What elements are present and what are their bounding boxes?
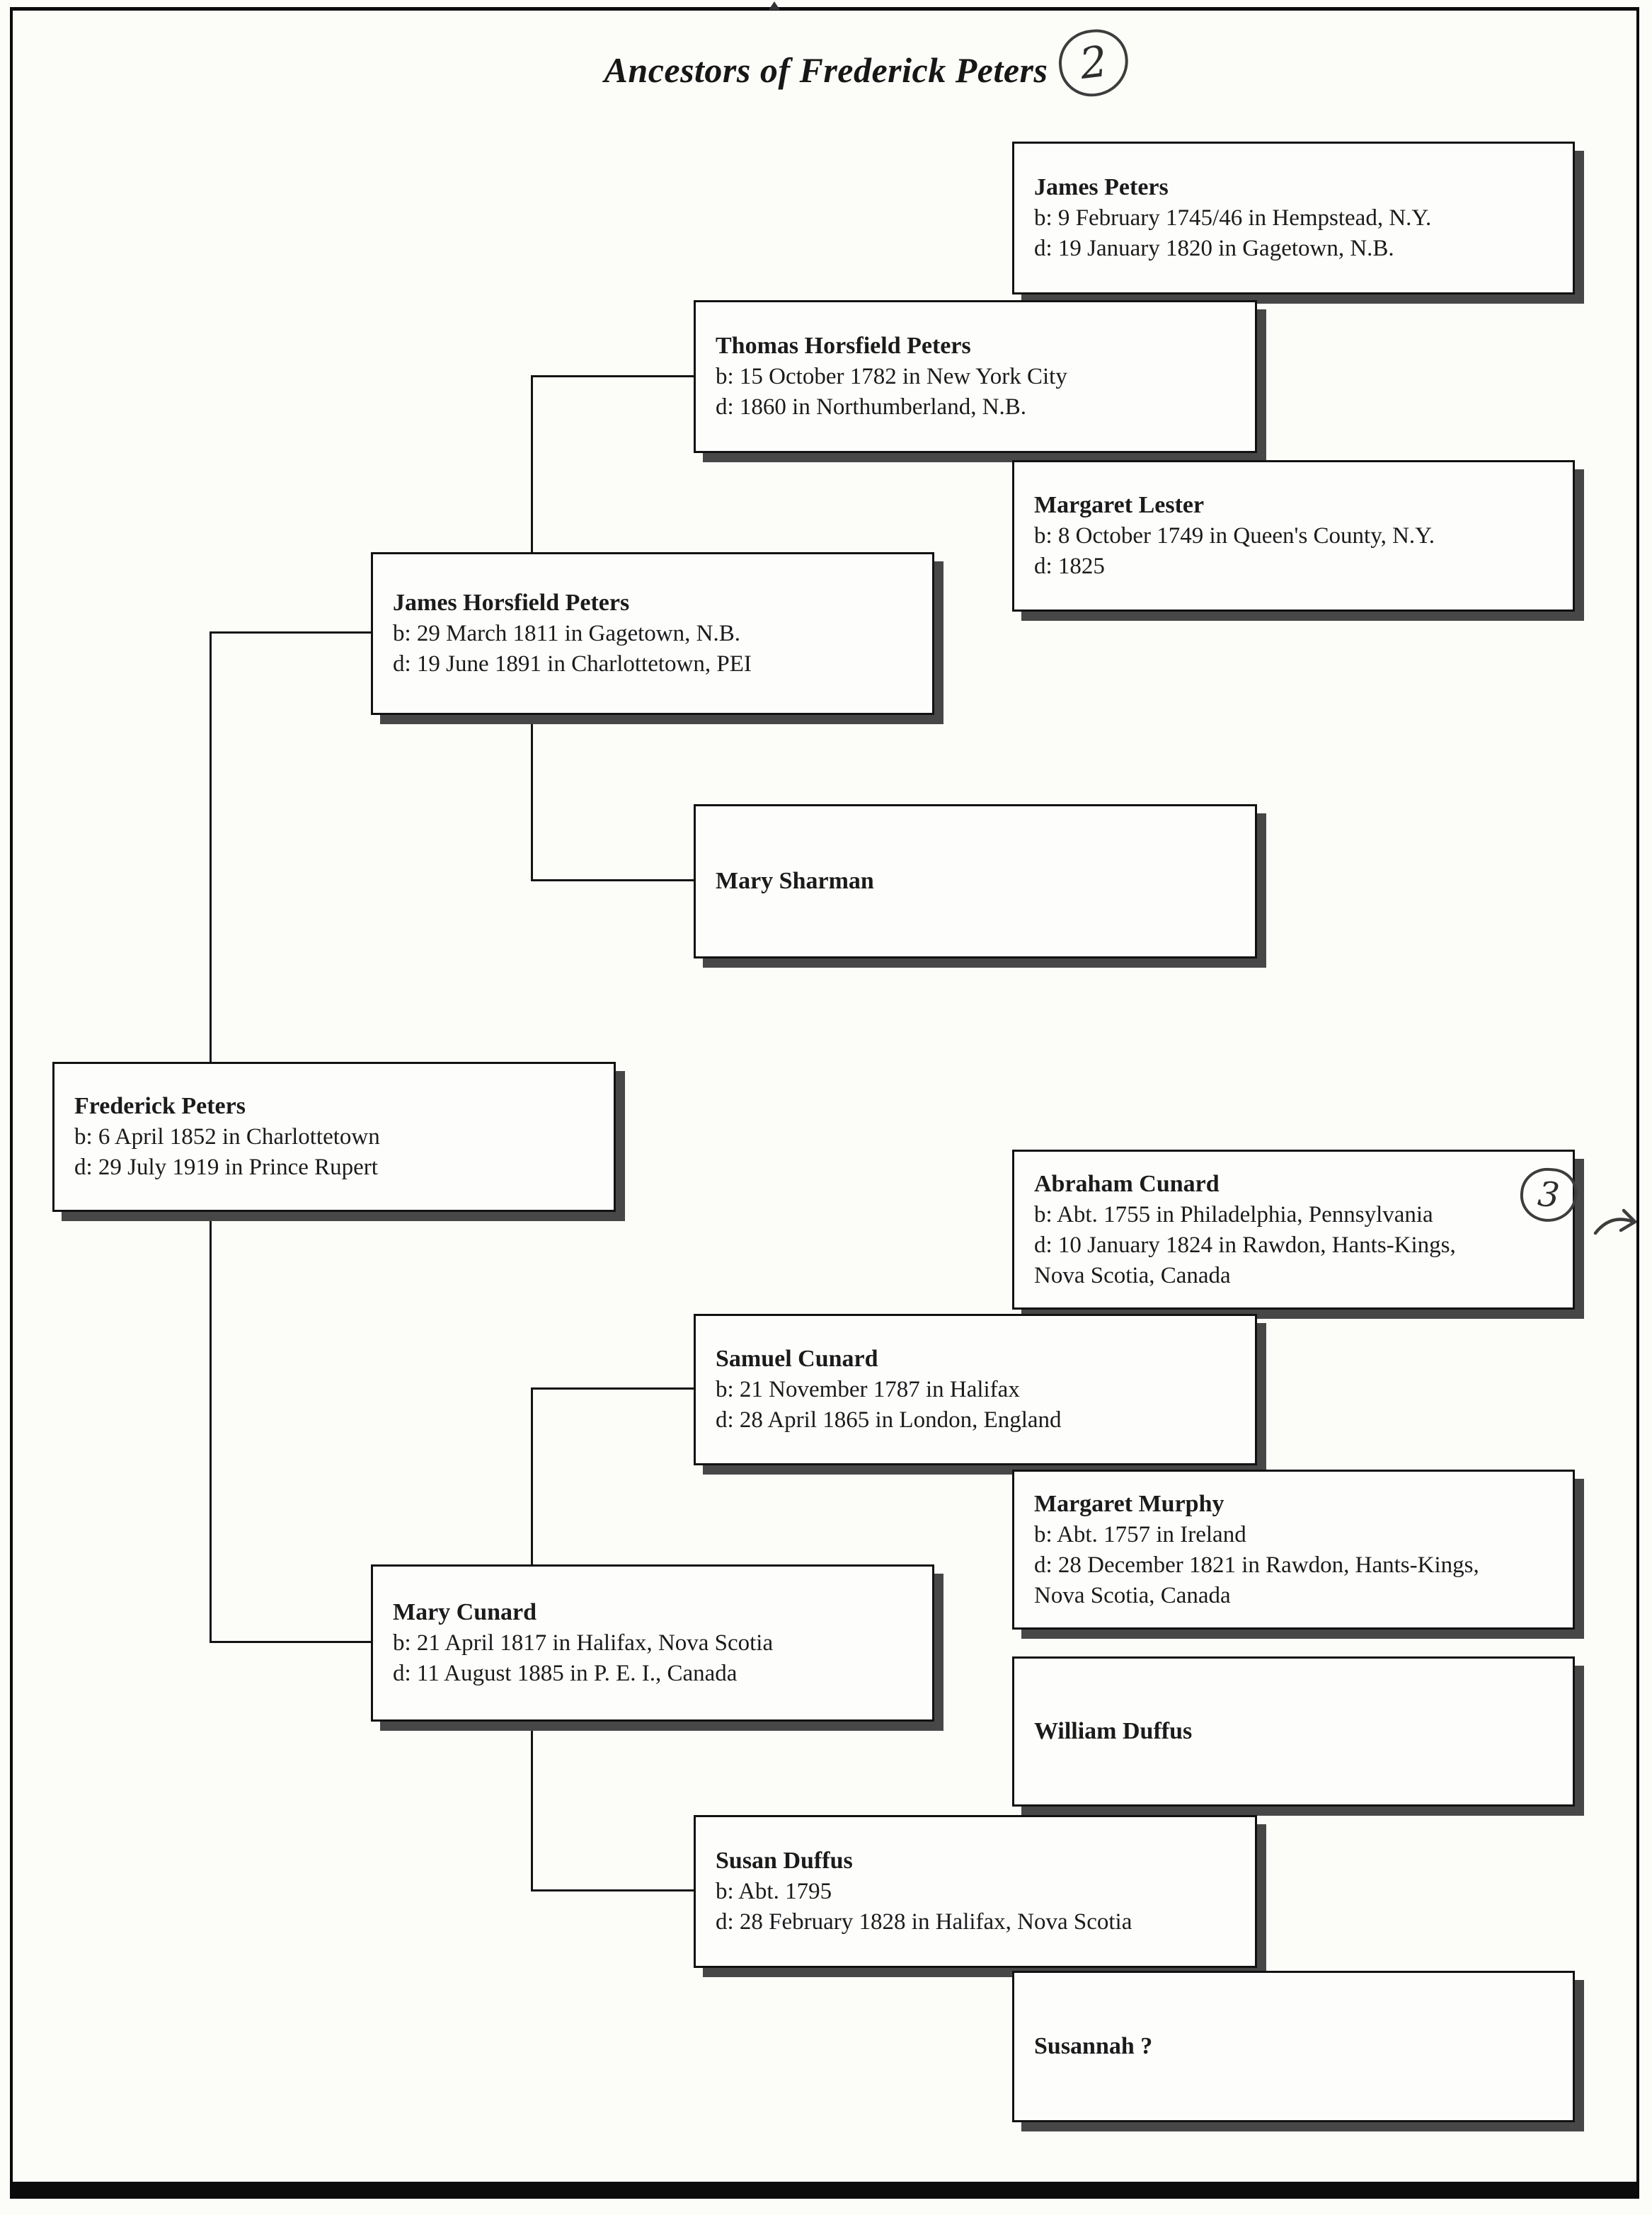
person-details: b: 6 April 1852 in Charlottetown d: 29 J…: [74, 1124, 380, 1181]
person-box-mary-cunard: Mary Cunard b: 21 April 1817 in Halifax,…: [371, 1564, 934, 1722]
person-box-samuel-cunard: Samuel Cunard b: 21 November 1787 in Hal…: [694, 1314, 1257, 1465]
person-name: Susan Duffus: [716, 1848, 853, 1875]
connector-mother-mary-sharman: [531, 879, 694, 881]
person-details: b: 21 April 1817 in Halifax, Nova Scotia…: [393, 1630, 774, 1687]
continuation-arrow-icon: [1593, 1208, 1637, 1235]
person-box-james-peters: James Peters b: 9 February 1745/46 in He…: [1012, 142, 1575, 294]
connector-father-james-horsfield-peters: [210, 631, 371, 634]
person-details: b: 9 February 1745/46 in Hempstead, N.Y.…: [1034, 205, 1432, 262]
person-name: Margaret Lester: [1034, 492, 1205, 519]
person-box-william-duffus: William Duffus: [1012, 1656, 1575, 1807]
person-name: James Horsfield Peters: [393, 590, 630, 617]
person-name: James Peters: [1034, 174, 1169, 201]
connector-mother-susan-duffus: [531, 1889, 694, 1891]
person-box-margaret-murphy: Margaret Murphy b: Abt. 1757 in Ireland …: [1012, 1470, 1575, 1630]
person-box-frederick-peters: Frederick Peters b: 6 April 1852 in Char…: [52, 1062, 616, 1212]
person-box-mary-sharman: Mary Sharman: [694, 804, 1257, 958]
person-name: Abraham Cunard: [1034, 1170, 1220, 1197]
person-details: b: 21 November 1787 in Halifax d: 28 Apr…: [716, 1377, 1062, 1433]
person-box-margaret-lester: Margaret Lester b: 8 October 1749 in Que…: [1012, 460, 1575, 612]
person-name: Mary Cunard: [393, 1599, 537, 1626]
person-name: Samuel Cunard: [716, 1346, 878, 1373]
cross-ref-number: 3: [1536, 1174, 1561, 1216]
page-title: Ancestors of Frederick Peters: [604, 50, 1048, 90]
person-details: b: Abt. 1755 in Philadelphia, Pennsylvan…: [1034, 1201, 1456, 1288]
person-name: Margaret Murphy: [1034, 1490, 1224, 1517]
connector-mother-mary-cunard: [210, 1641, 371, 1643]
person-box-thomas-horsfield-peters: Thomas Horsfield Peters b: 15 October 17…: [694, 300, 1257, 453]
connector-father-samuel-cunard: [531, 1387, 694, 1390]
person-details: b: 15 October 1782 in New York City d: 1…: [716, 364, 1067, 420]
person-box-abraham-cunard: Abraham Cunard b: Abt. 1755 in Philadelp…: [1012, 1150, 1575, 1310]
person-details: b: 8 October 1749 in Queen's County, N.Y…: [1034, 523, 1435, 580]
connector-father-thomas-horsfield-peters: [531, 375, 694, 377]
person-name: William Duffus: [1034, 1717, 1193, 1744]
person-box-james-horsfield-peters: James Horsfield Peters b: 29 March 1811 …: [371, 552, 934, 715]
person-name: Frederick Peters: [74, 1093, 246, 1120]
person-name: Thomas Horsfield Peters: [716, 333, 971, 360]
person-box-susan-duffus: Susan Duffus b: Abt. 1795 d: 28 February…: [694, 1815, 1257, 1968]
person-name: Susannah ?: [1034, 2032, 1153, 2059]
person-details: b: Abt. 1757 in Ireland d: 28 December 1…: [1034, 1521, 1479, 1608]
person-name: Mary Sharman: [716, 867, 874, 894]
person-box-susannah: Susannah ?: [1012, 1971, 1575, 2122]
person-details: b: 29 March 1811 in Gagetown, N.B. d: 19…: [393, 621, 752, 677]
person-details: b: Abt. 1795 d: 28 February 1828 in Hali…: [716, 1879, 1132, 1935]
page-number: 2: [1077, 36, 1111, 90]
scan-artifact-mark: [769, 1, 780, 10]
